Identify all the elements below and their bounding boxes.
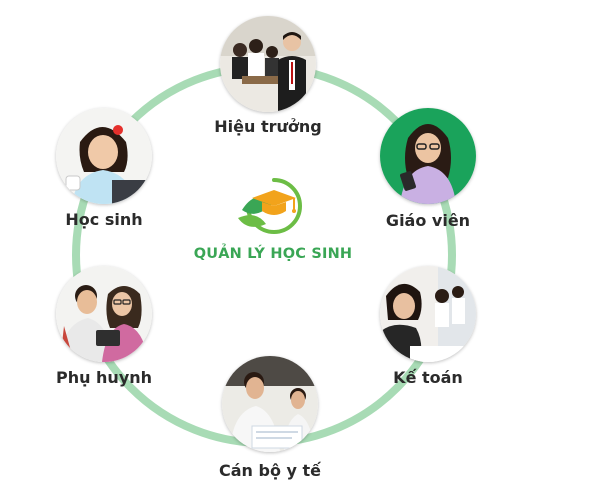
role-label-accountant: Kế toán (393, 368, 463, 387)
graduation-cap-leaf-logo-icon (238, 178, 302, 234)
principal-photo-icon (220, 16, 316, 112)
role-label-medical-staff: Cán bộ y tế (218, 461, 322, 480)
parents-photo-icon (56, 266, 152, 362)
role-label-teacher: Giáo viên (385, 211, 471, 230)
medical-staff-photo-icon (222, 356, 318, 452)
role-label-principal: Hiệu trưởng (214, 117, 322, 136)
accountant-photo-icon (380, 266, 476, 362)
center-title: QUẢN LÝ HỌC SINH (193, 246, 353, 262)
teacher-photo-icon (380, 108, 476, 204)
role-label-student: Học sinh (65, 210, 143, 229)
role-label-parents: Phụ huynh (55, 368, 153, 387)
student-photo-icon (56, 108, 152, 204)
